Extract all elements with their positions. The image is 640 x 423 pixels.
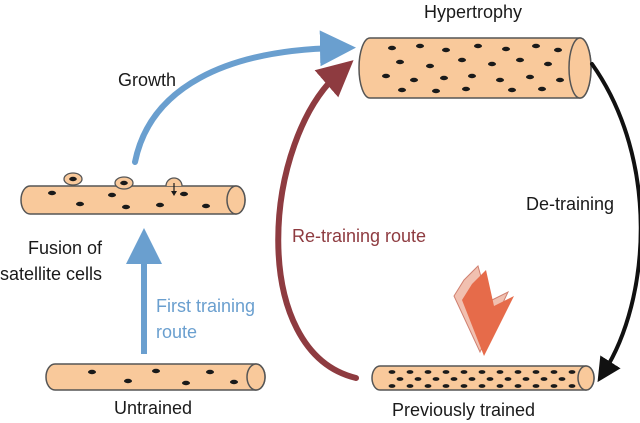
growth-label: Growth (118, 70, 177, 90)
retraining-label: Re-training route (292, 226, 427, 246)
previously-trained-fiber (371, 365, 595, 391)
first-training-label-line2: route (156, 322, 198, 342)
hypertrophy-label: Hypertrophy (424, 2, 523, 22)
detraining-arrow (590, 62, 640, 383)
fusion-label-line1: Fusion of (28, 238, 103, 258)
detraining-label: De-training (526, 194, 615, 214)
untrained-fiber (45, 363, 266, 391)
first-training-label-line1: First training (156, 296, 256, 316)
untrained-label: Untrained (114, 398, 193, 418)
down-arrow-icon (453, 265, 514, 356)
fusion-fiber (20, 172, 246, 215)
hypertrophy-fiber (358, 37, 592, 99)
growth-arrow (132, 30, 356, 165)
satellite-cell (114, 176, 134, 190)
retraining-arrow (275, 60, 359, 381)
fusing-satellite-cell (165, 177, 183, 196)
satellite-cell (63, 172, 83, 186)
previously-trained-label: Previously trained (392, 400, 536, 420)
fusion-label-line2: satellite cells (0, 264, 103, 284)
